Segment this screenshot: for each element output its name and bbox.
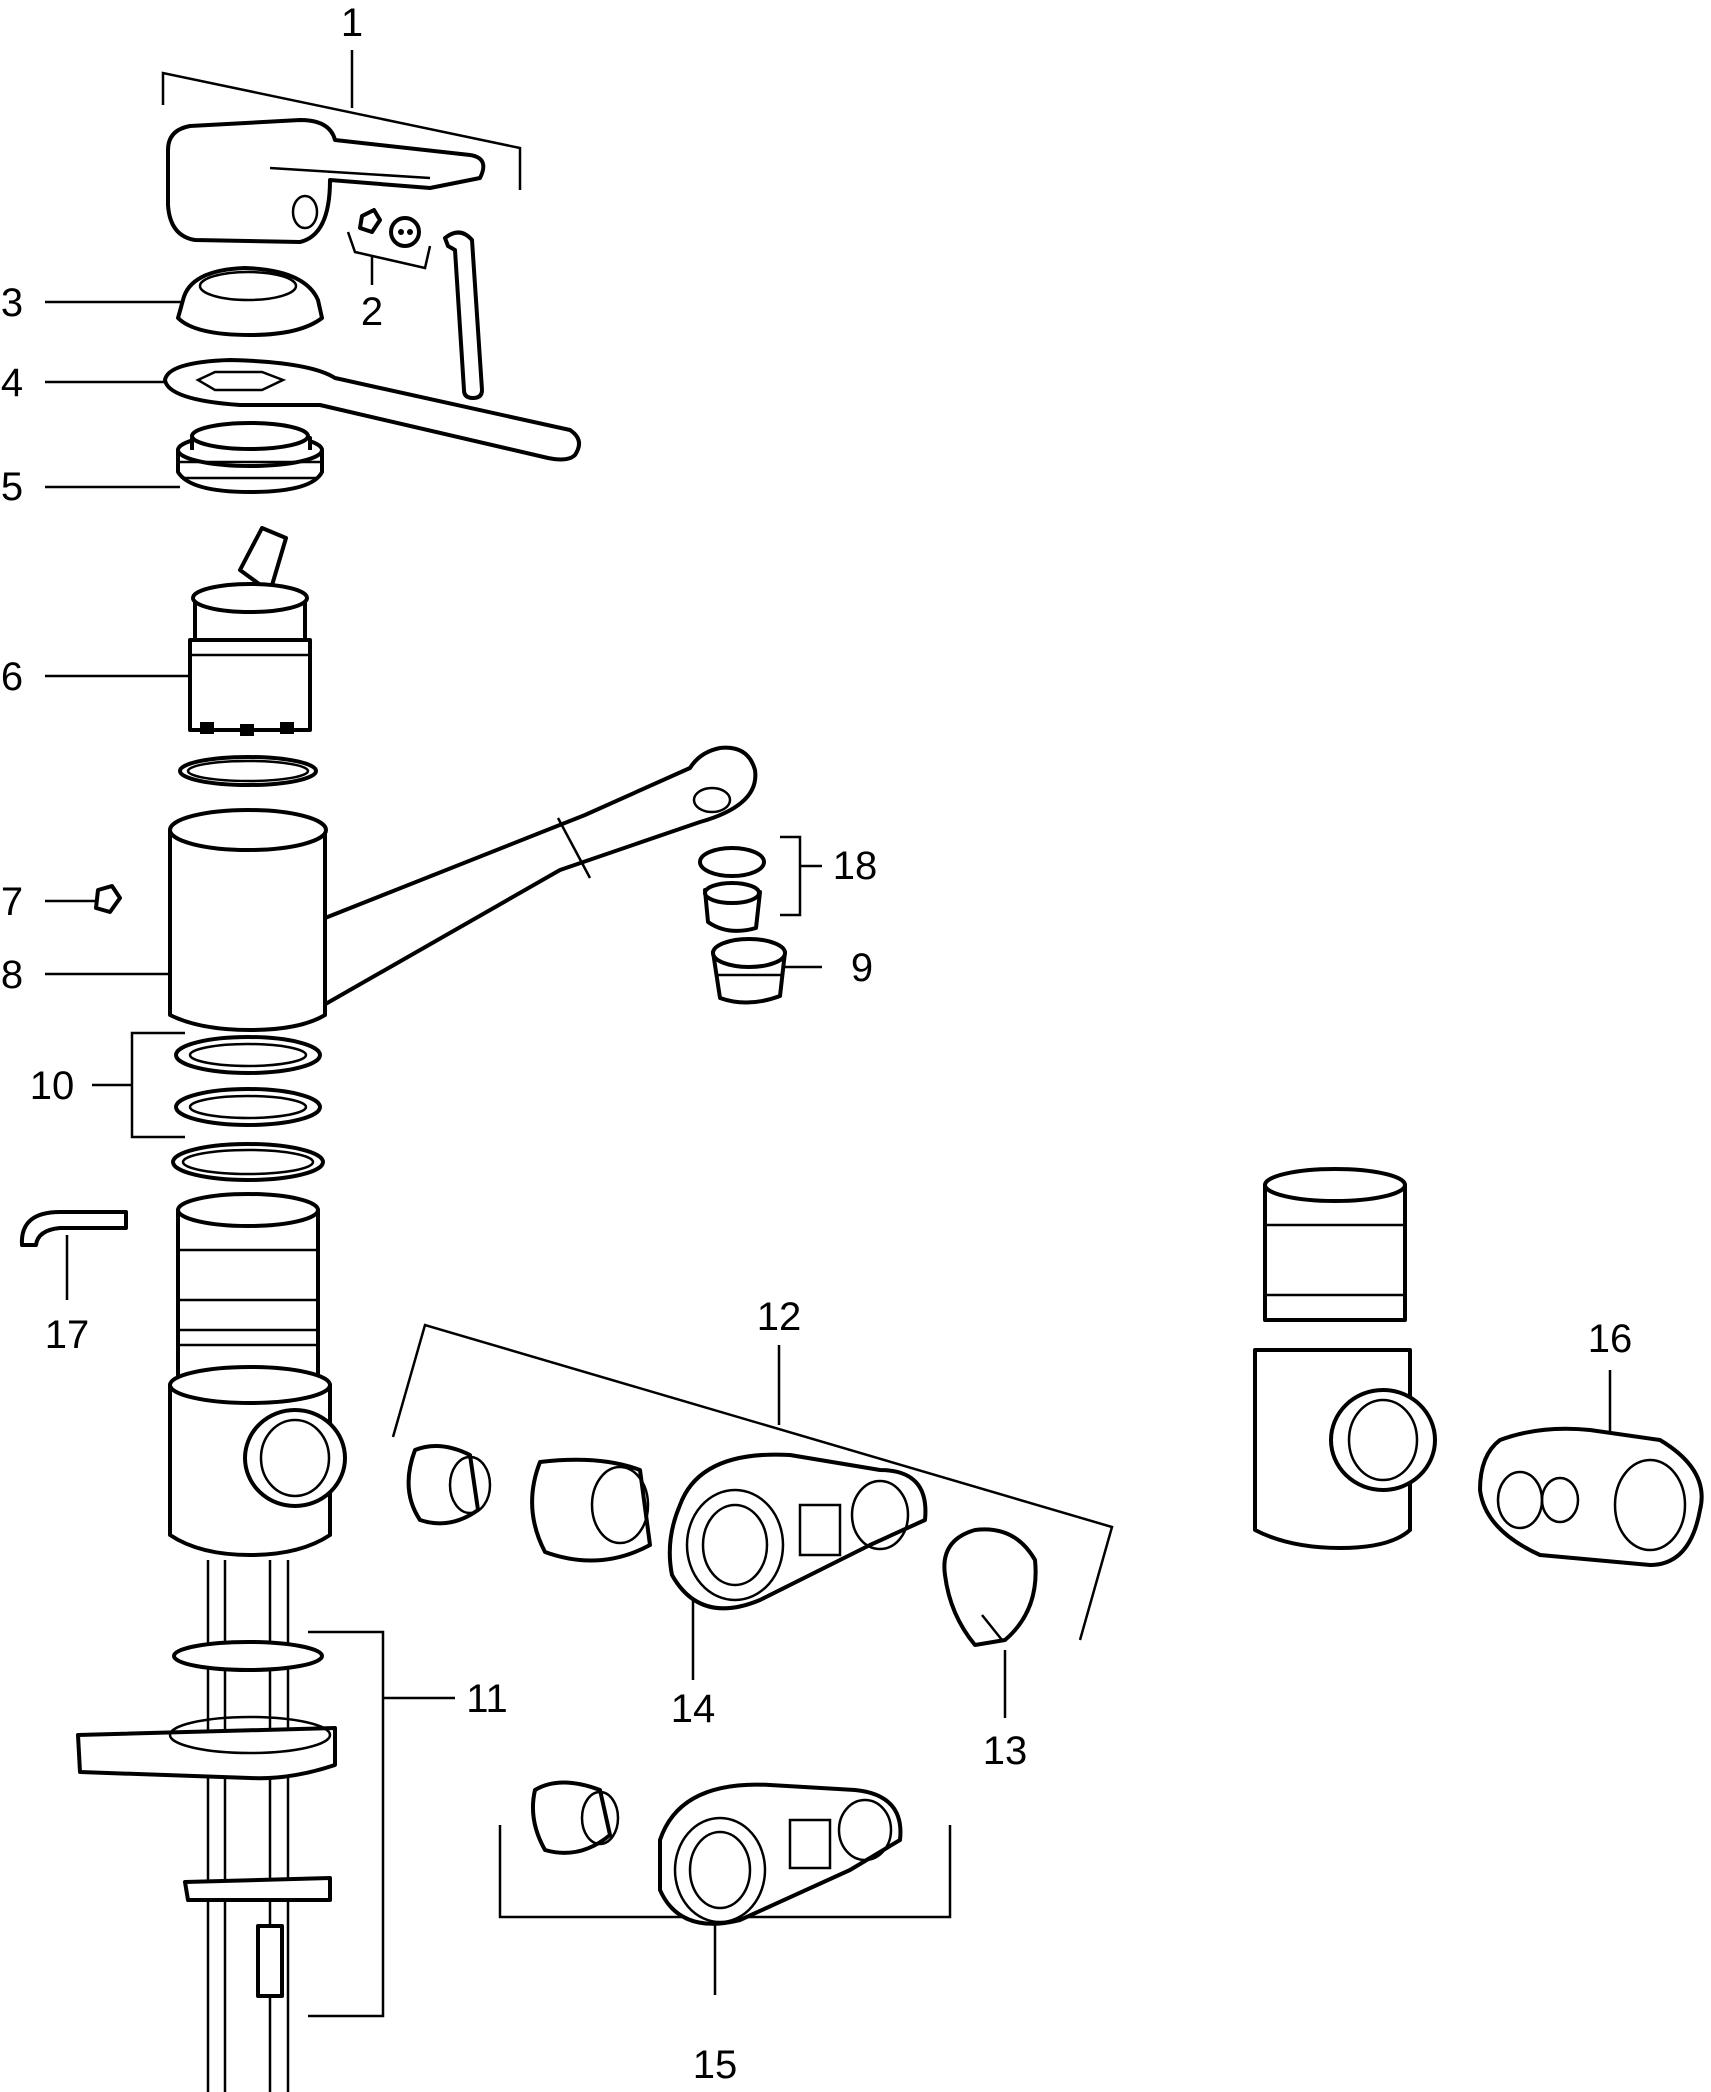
callout-18: 18	[833, 844, 878, 888]
callout-11: 11	[466, 1677, 508, 1721]
callout-13: 13	[983, 1729, 1028, 1773]
leader-lines	[45, 50, 1612, 2018]
callout-4: 4	[1, 361, 23, 405]
threaded-nut	[176, 421, 324, 494]
hex-key	[443, 230, 484, 400]
handle-lever	[166, 118, 486, 244]
callout-5: 5	[1, 465, 23, 509]
small-nut	[94, 884, 122, 914]
callout-17: 17	[45, 1313, 90, 1357]
grub-screw-set	[358, 208, 421, 248]
aerator-insert	[698, 846, 766, 933]
callout-12: 12	[757, 1295, 802, 1339]
callout-3: 3	[1, 281, 23, 325]
callout-10: 10	[30, 1064, 75, 1108]
callout-16: 16	[1588, 1317, 1633, 1361]
cap-13	[942, 1527, 1038, 1647]
mounting-set	[406, 1444, 928, 1611]
callout-8: 8	[1, 953, 23, 997]
callout-9: 9	[851, 946, 873, 990]
alternate-base	[1253, 1167, 1437, 1550]
seal-rings	[171, 1035, 325, 1182]
base-assembly	[76, 1192, 347, 2092]
callout-labels: 1 2 3 4 5 6 7 8 9 10 11 12 13 14 15 16 1…	[1, 1, 1632, 2087]
callout-1: 1	[341, 1, 363, 45]
mixing-valve-16	[1478, 1426, 1704, 1567]
clip	[19, 1210, 128, 1247]
mounting-set-alt	[531, 1780, 903, 1926]
cover-cap	[176, 266, 324, 337]
callout-2: 2	[361, 290, 383, 334]
callout-7: 7	[1, 880, 23, 924]
spanner-wrench	[163, 358, 581, 462]
callout-14: 14	[671, 1687, 716, 1731]
faucet-body	[168, 745, 758, 1032]
callout-15: 15	[693, 2043, 738, 2087]
cartridge	[188, 526, 312, 736]
aerator	[711, 937, 787, 1005]
callout-6: 6	[1, 655, 23, 699]
o-ring-top	[178, 755, 318, 787]
